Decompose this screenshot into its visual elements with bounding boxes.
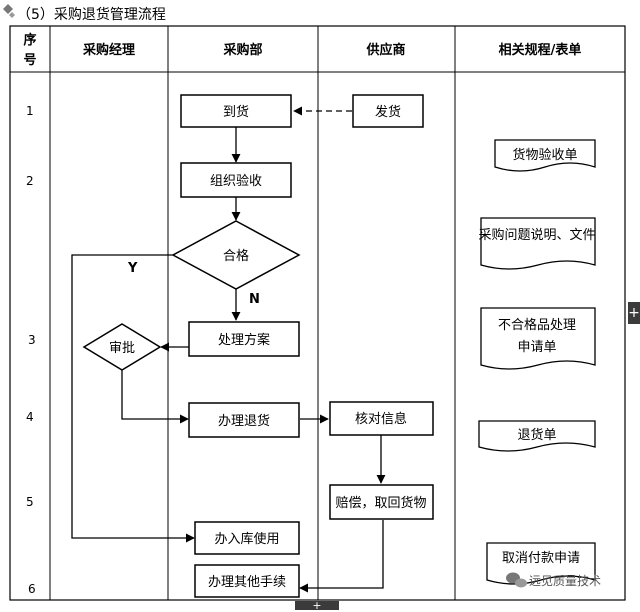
row-number: 5 xyxy=(26,495,34,509)
title-icon xyxy=(3,4,15,18)
document-nonconforming-request-line1: 不合格品处理 xyxy=(498,317,576,333)
node-arrival-label: 到货 xyxy=(223,104,249,120)
row-number: 4 xyxy=(26,410,34,424)
node-stock-in-label: 办入库使用 xyxy=(214,531,279,547)
document-inspection-form: 货物验收单 xyxy=(494,139,596,172)
node-process-return-label: 办理退货 xyxy=(218,413,270,429)
header-related-procedures: 相关规程/表单 xyxy=(499,42,582,58)
node-handle-plan: 处理方案 xyxy=(188,321,300,357)
document-procurement-issue-label: 采购问题说明、文件 xyxy=(478,227,595,243)
node-compensate: 赔偿，取回货物 xyxy=(329,484,434,520)
decision-qualified-label: 合格 xyxy=(223,248,249,264)
row-number: 6 xyxy=(28,582,36,596)
document-return-form: 退货单 xyxy=(478,420,596,452)
header-procurement-dept: 采购部 xyxy=(222,42,262,58)
node-organize-inspection-label: 组织验收 xyxy=(210,173,262,189)
node-other-procedures-label: 办理其他手续 xyxy=(208,575,286,590)
document-nonconforming-request-line2: 申请单 xyxy=(517,340,556,355)
swimlane-grid xyxy=(9,25,626,601)
decision-approve-label: 审批 xyxy=(109,341,135,356)
decision-approve: 审批 xyxy=(82,323,162,371)
document-inspection-form-label: 货物验收单 xyxy=(512,147,577,163)
document-return-form-label: 退货单 xyxy=(517,427,556,443)
right-expand-handle[interactable]: + xyxy=(628,302,640,324)
node-arrival: 到货 xyxy=(180,94,292,128)
document-cancel-payment-label: 取消付款申请 xyxy=(502,551,580,566)
connector-compensate-to-other xyxy=(299,520,384,593)
header-supplier: 供应商 xyxy=(365,42,405,58)
node-organize-inspection: 组织验收 xyxy=(180,162,292,198)
wechat-icon xyxy=(506,572,527,588)
row-number: 3 xyxy=(28,333,36,347)
header-seq-line1: 序 xyxy=(23,32,36,48)
node-handle-plan-label: 处理方案 xyxy=(218,332,270,348)
decision-qualified: 合格 xyxy=(171,220,301,290)
row-number: 2 xyxy=(26,174,34,188)
watermark: 远见质量技术 xyxy=(506,572,601,588)
node-stock-in: 办入库使用 xyxy=(194,521,300,555)
edge-label-yes: Y xyxy=(127,261,138,276)
connector-approve-to-return xyxy=(121,369,189,424)
node-ship-label: 发货 xyxy=(375,104,401,120)
page-title: （5）采购退货管理流程 xyxy=(17,6,166,23)
edge-label-no: N xyxy=(249,292,260,307)
node-compensate-label: 赔偿，取回货物 xyxy=(335,495,426,511)
watermark-text: 远见质量技术 xyxy=(529,574,601,588)
connectors xyxy=(71,106,386,593)
document-procurement-issue: 采购问题说明、文件 xyxy=(478,217,596,270)
header-procurement-manager: 采购经理 xyxy=(82,42,135,58)
connector-yes-to-stock-in xyxy=(71,254,195,543)
node-other-procedures: 办理其他手续 xyxy=(194,564,300,598)
node-ship: 发货 xyxy=(352,94,424,128)
bottom-expand-handle[interactable]: + xyxy=(295,600,339,611)
document-nonconforming-request: 不合格品处理 申请单 xyxy=(480,307,596,370)
node-process-return: 办理退货 xyxy=(188,402,300,438)
node-verify-info: 核对信息 xyxy=(329,401,434,436)
node-verify-info-label: 核对信息 xyxy=(355,411,407,427)
header-seq-line2: 号 xyxy=(23,53,36,68)
row-number: 1 xyxy=(26,104,34,118)
